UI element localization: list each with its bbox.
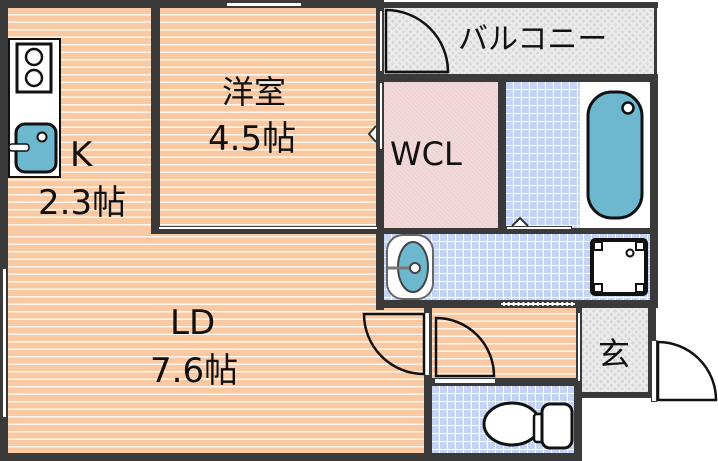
outer-wall-right-upper	[650, 76, 658, 308]
door-swing-icon[interactable]	[656, 340, 718, 404]
balcony-label: バルコニー	[458, 22, 608, 57]
toilet-icon	[482, 401, 574, 450]
kitchen-room-partition	[151, 0, 160, 234]
ld-label: LD	[170, 303, 216, 343]
outer-wall-left	[0, 0, 8, 461]
washbasin-icon	[386, 234, 434, 300]
bathroom-floor	[506, 82, 580, 228]
balcony-floor	[384, 8, 656, 74]
walk-in-closet-floor	[384, 82, 498, 228]
washing-machine-pan-icon	[590, 238, 648, 296]
ld-size: 7.6帖	[150, 351, 239, 391]
ld-floor	[8, 230, 424, 453]
kitchen-size: 2.3帖	[38, 183, 127, 223]
toilet-right-wall	[574, 380, 582, 461]
bath-bottom-wall	[378, 228, 658, 234]
entrance-label: 玄	[598, 335, 631, 373]
outer-wall-top-left	[0, 0, 384, 8]
bath-door-marker-icon	[511, 216, 529, 227]
door-swing-icon[interactable]	[434, 316, 498, 380]
entrance-bottom-wall	[574, 392, 656, 398]
kitchen-label: K	[70, 135, 93, 175]
window-room-top	[226, 2, 302, 7]
toilet-top-wall	[424, 378, 582, 386]
entrance-step	[577, 312, 581, 382]
entrance-door-opening[interactable]	[651, 340, 657, 402]
wcl-label: WCL	[390, 135, 462, 173]
balcony-bottom-wall	[378, 74, 658, 82]
bathtub-icon	[586, 90, 644, 220]
western-room-label: 洋室	[222, 73, 287, 111]
outer-wall-top-right	[378, 2, 658, 8]
toilet-door-sill[interactable]	[434, 378, 496, 384]
balcony-door-opening[interactable]	[379, 10, 383, 72]
window-ld-left	[2, 268, 7, 418]
wcl-bath-partition	[498, 82, 506, 234]
door-swing-icon[interactable]	[362, 312, 426, 378]
wcl-door-marker-icon	[367, 125, 377, 143]
wcl-door-opening[interactable]	[379, 82, 383, 150]
stove-icon	[15, 42, 53, 94]
room-bottom-wall	[151, 226, 379, 234]
washroom-curtain	[500, 302, 576, 306]
room-right-wall	[376, 0, 384, 310]
sliding-door-room[interactable]	[158, 226, 378, 230]
door-swing-icon[interactable]	[384, 8, 454, 74]
kitchen-sink-icon	[8, 122, 58, 174]
entrance-floor	[582, 308, 648, 396]
bath-door-sill[interactable]	[506, 226, 572, 230]
western-room-floor	[160, 8, 378, 230]
western-room-size: 4.5帖	[208, 119, 297, 159]
outer-wall-bottom	[0, 453, 582, 461]
balcony-right-edge	[654, 2, 657, 78]
